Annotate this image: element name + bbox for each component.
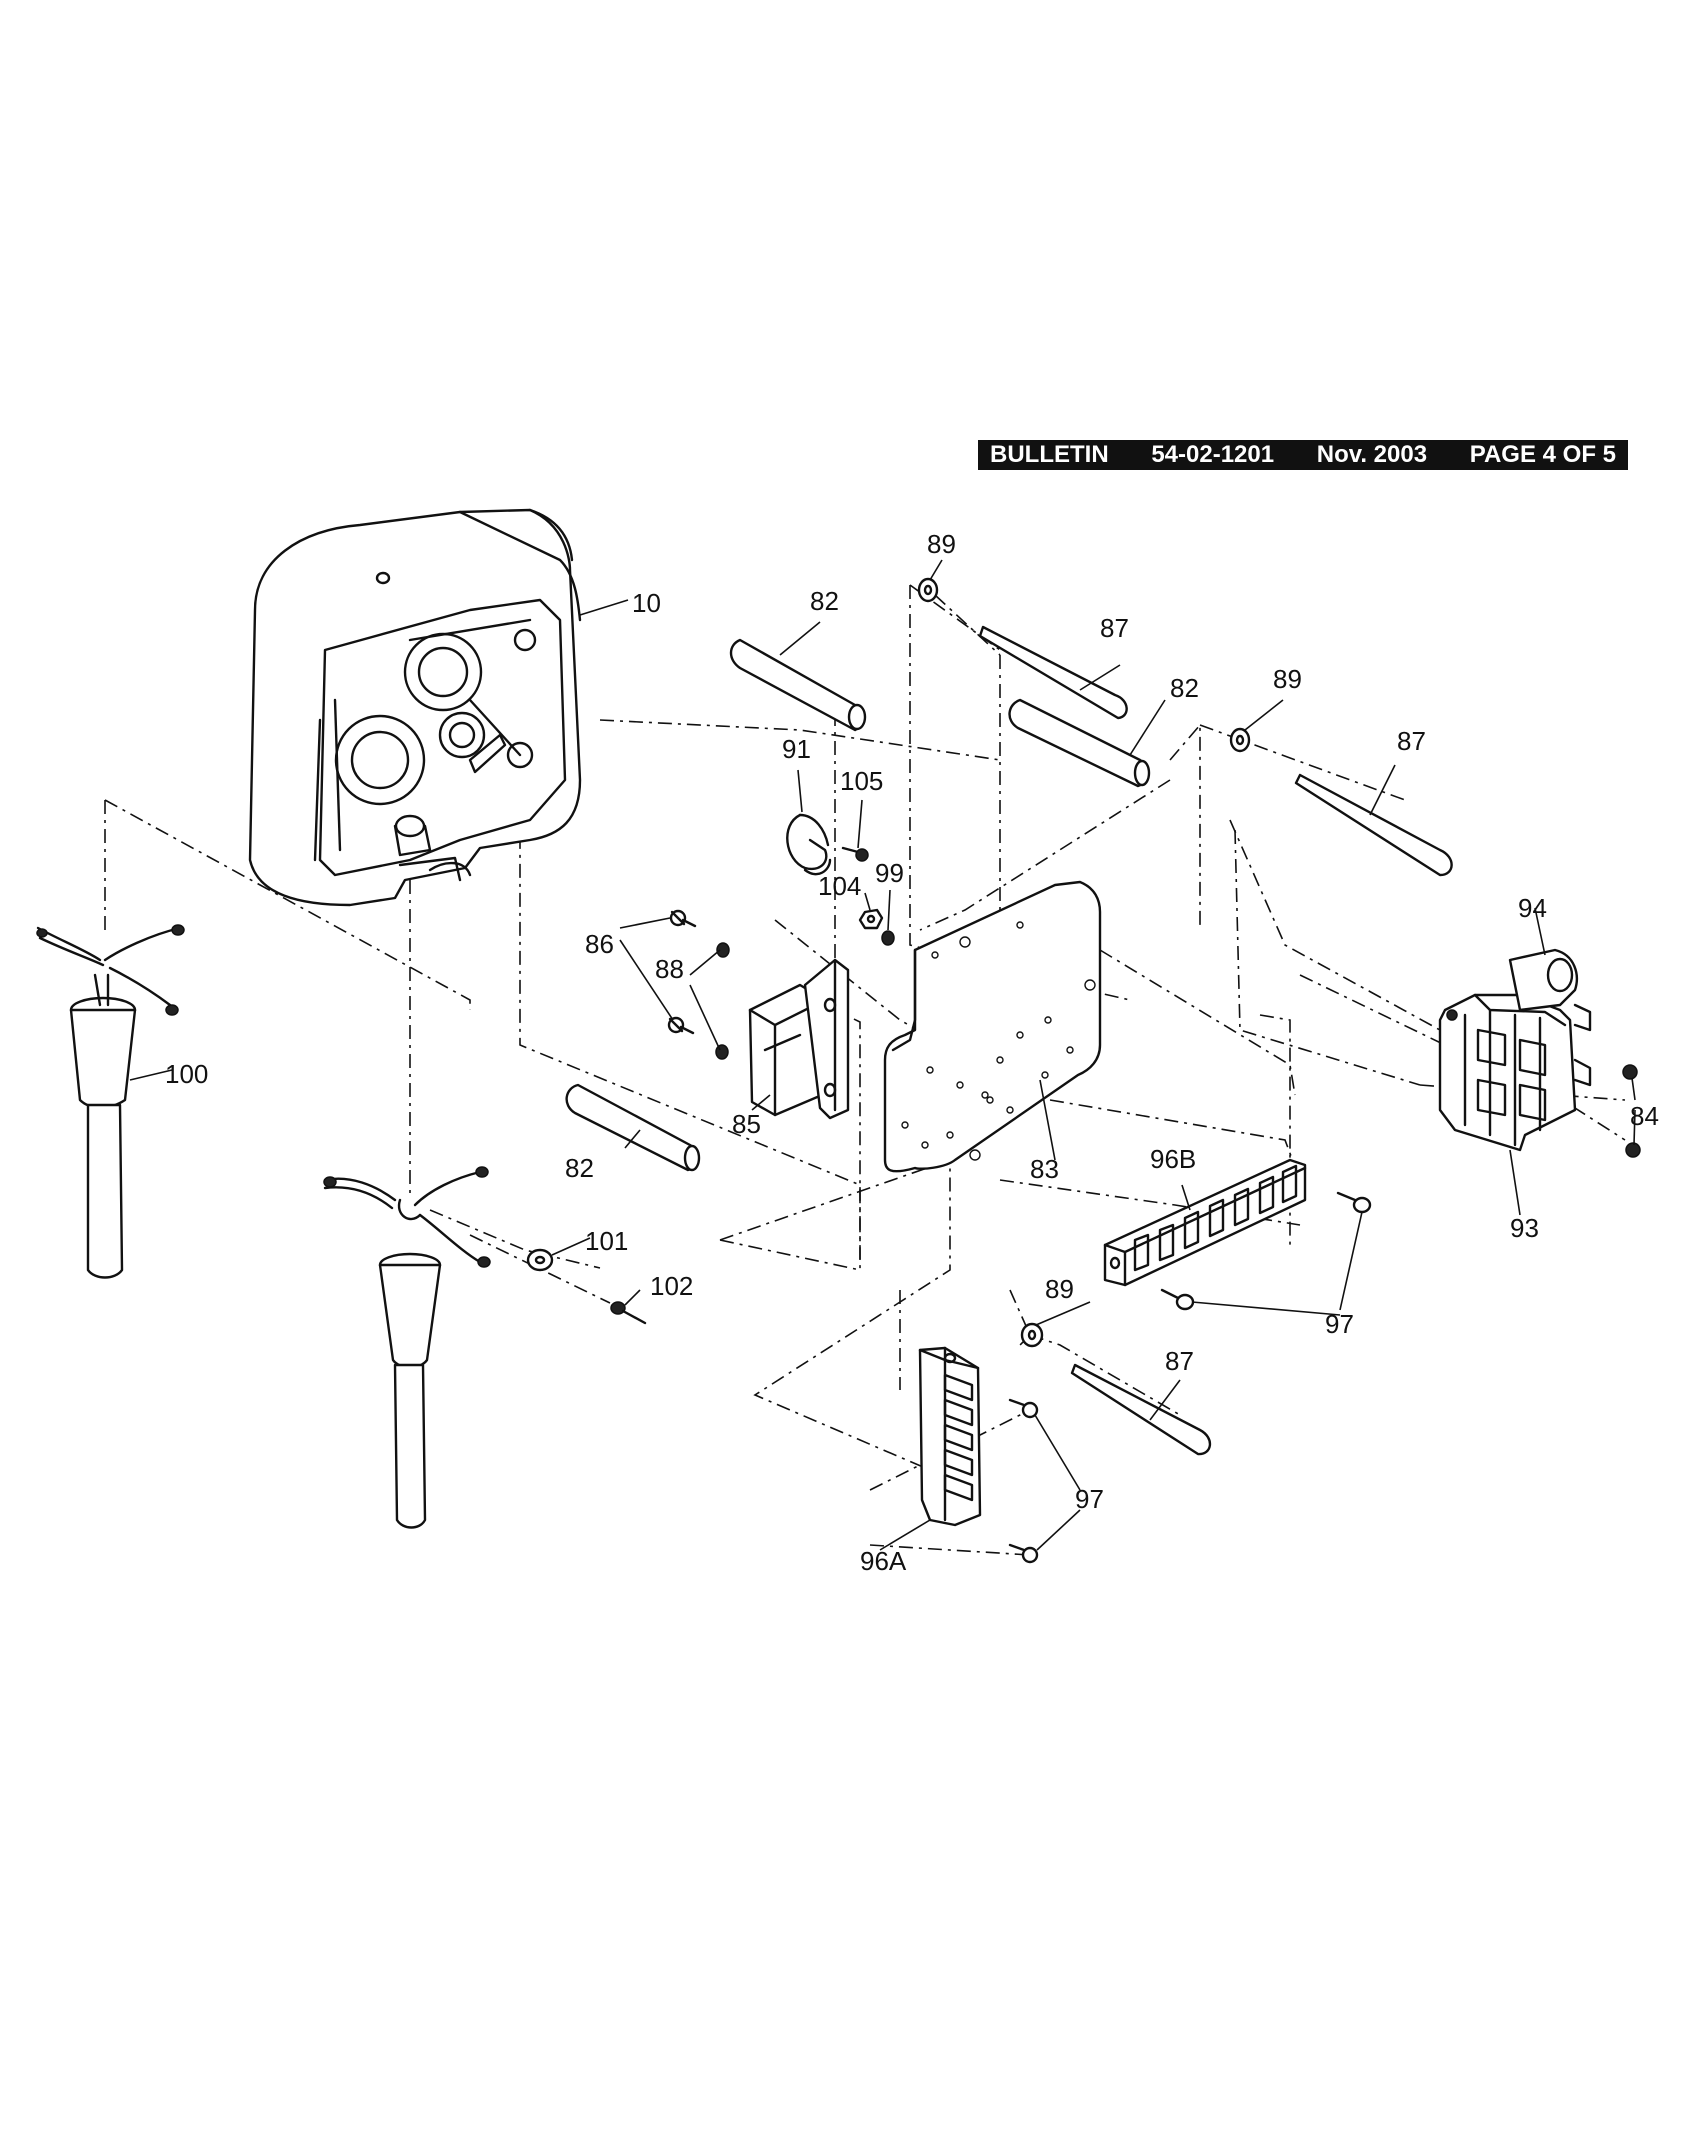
callout-82-middle: 82 xyxy=(1170,673,1199,703)
standoff-part-82-middle xyxy=(1008,698,1151,788)
rod-part-87-right xyxy=(1294,773,1453,877)
screw-part-84-lower xyxy=(1625,1142,1641,1158)
screw-part-86-upper xyxy=(669,909,697,928)
callout-82-bottom: 82 xyxy=(565,1153,594,1183)
terminal-strip-part-96a xyxy=(918,1346,982,1527)
callout-86: 86 xyxy=(585,929,614,959)
page-indicator: PAGE 4 OF 5 xyxy=(1469,441,1616,468)
callout-87-top: 87 xyxy=(1100,613,1129,643)
leader-lines xyxy=(129,559,1636,1551)
contactor-part-93-94 xyxy=(1438,948,1592,1152)
callout-96b: 96B xyxy=(1150,1144,1196,1174)
callout-96a: 96A xyxy=(860,1546,907,1576)
bulletin-date: Nov. 2003 xyxy=(1316,441,1428,468)
callout-87-right: 87 xyxy=(1397,726,1426,756)
callout-105: 105 xyxy=(840,766,883,796)
callout-97-right: 97 xyxy=(1325,1309,1354,1339)
callout-88: 88 xyxy=(655,954,684,984)
callout-99: 99 xyxy=(875,858,904,888)
assembly-centerlines xyxy=(104,584,1626,1556)
screw-part-97-96a-lower xyxy=(1008,1543,1039,1564)
clamp-part-91 xyxy=(786,813,832,876)
callout-82-top: 82 xyxy=(810,586,839,616)
transformer-part-85 xyxy=(748,958,850,1120)
washer-part-101 xyxy=(526,1248,554,1272)
housing-part-10 xyxy=(248,508,582,907)
terminal-strip-part-96b xyxy=(1103,1158,1307,1287)
washer-part-89-right xyxy=(1229,727,1251,753)
callout-100: 100 xyxy=(165,1059,208,1089)
callout-97-lower: 97 xyxy=(1075,1484,1104,1514)
callout-104: 104 xyxy=(818,871,861,901)
standoff-part-82-bottom xyxy=(565,1083,701,1172)
callout-87-bottom: 87 xyxy=(1165,1346,1194,1376)
screw-part-97-96a-upper xyxy=(1008,1398,1039,1419)
callout-91: 91 xyxy=(782,734,811,764)
probe-part-100 xyxy=(36,924,185,1279)
callout-89-top: 89 xyxy=(927,529,956,559)
washer-part-99 xyxy=(881,930,895,946)
screw-part-97-96b-right xyxy=(1336,1191,1372,1214)
callout-93: 93 xyxy=(1510,1213,1539,1243)
callout-83: 83 xyxy=(1030,1154,1059,1184)
rod-part-87-top xyxy=(978,625,1128,720)
bulletin-label: BULLETIN xyxy=(990,441,1109,468)
screw-part-97-96b-left xyxy=(1160,1288,1195,1311)
terminal-strip-96b-screws xyxy=(1133,1164,1298,1272)
screw-part-102 xyxy=(610,1301,647,1325)
callout-102: 102 xyxy=(650,1271,693,1301)
callout-101: 101 xyxy=(585,1226,628,1256)
screw-part-105 xyxy=(841,846,869,862)
callout-94: 94 xyxy=(1518,893,1547,923)
washer-part-89-bottom xyxy=(1020,1322,1044,1348)
bulletin-number: 54-02-1201 xyxy=(1151,441,1275,468)
probe-assembly-second xyxy=(323,1166,491,1529)
callout-84: 84 xyxy=(1630,1101,1659,1131)
lockwasher-part-88-upper xyxy=(716,942,730,958)
rod-part-87-bottom xyxy=(1070,1363,1212,1456)
callout-89-right: 89 xyxy=(1273,664,1302,694)
callout-85: 85 xyxy=(732,1109,761,1139)
callout-10: 10 xyxy=(632,588,661,618)
callout-labels: 10 82 82 82 83 84 85 86 87 87 87 88 89 8… xyxy=(165,529,1659,1576)
bulletin-header: BULLETIN 54-02-1201 Nov. 2003 PAGE 4 OF … xyxy=(978,440,1628,470)
callout-89-bottom: 89 xyxy=(1045,1274,1074,1304)
terminal-strip-96a-screws xyxy=(943,1373,974,1502)
washer-part-89-top xyxy=(917,577,939,603)
circuit-board-part-83 xyxy=(883,880,1102,1173)
board-holes xyxy=(901,921,1096,1161)
nut-part-104 xyxy=(858,908,884,930)
standoff-part-82-top xyxy=(729,638,867,732)
screw-part-86-lower xyxy=(667,1016,695,1035)
screw-part-84-upper xyxy=(1622,1064,1638,1080)
